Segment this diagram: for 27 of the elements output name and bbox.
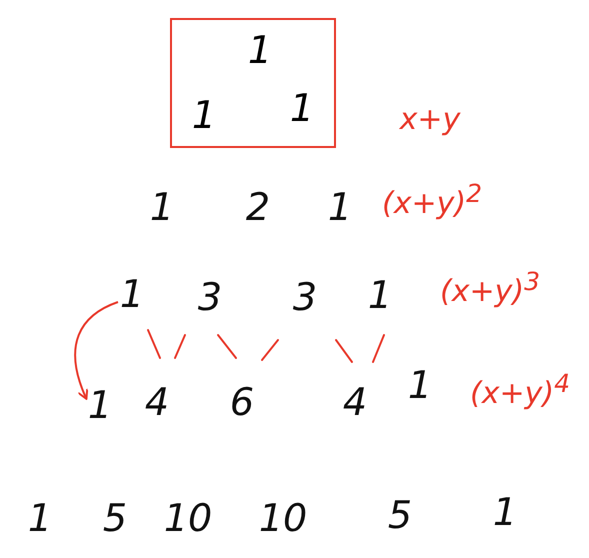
number: 1 — [492, 493, 518, 531]
binomial-label: (x+y)$^{4}$ — [470, 371, 570, 409]
number: 1 — [290, 89, 314, 127]
number: 2 — [246, 188, 270, 226]
curved-arrow — [74, 301, 118, 400]
number: 6 — [230, 383, 254, 421]
number: 1 — [28, 499, 52, 537]
binomial-label: (x+y)$^{3}$ — [440, 269, 540, 307]
framed-number-group — [170, 18, 336, 148]
number: 1 — [88, 386, 112, 424]
number: 10 — [164, 499, 212, 537]
number: 1 — [150, 188, 174, 226]
number: 4 — [144, 383, 170, 421]
number: 1 — [408, 366, 432, 404]
number: 1 — [368, 276, 392, 314]
number: 1 — [248, 31, 272, 69]
number: 3 — [198, 278, 222, 316]
number: 10 — [258, 499, 308, 537]
number: 3 — [292, 278, 318, 316]
number: 1 — [328, 188, 352, 226]
number: 4 — [342, 383, 368, 421]
binomial-label: (x+y)$^{2}$ — [382, 181, 482, 219]
number: 1 — [192, 96, 216, 134]
number: 1 — [120, 275, 144, 313]
number: 5 — [388, 496, 412, 534]
number: 5 — [102, 499, 128, 537]
binomial-label: x+y — [400, 105, 460, 135]
